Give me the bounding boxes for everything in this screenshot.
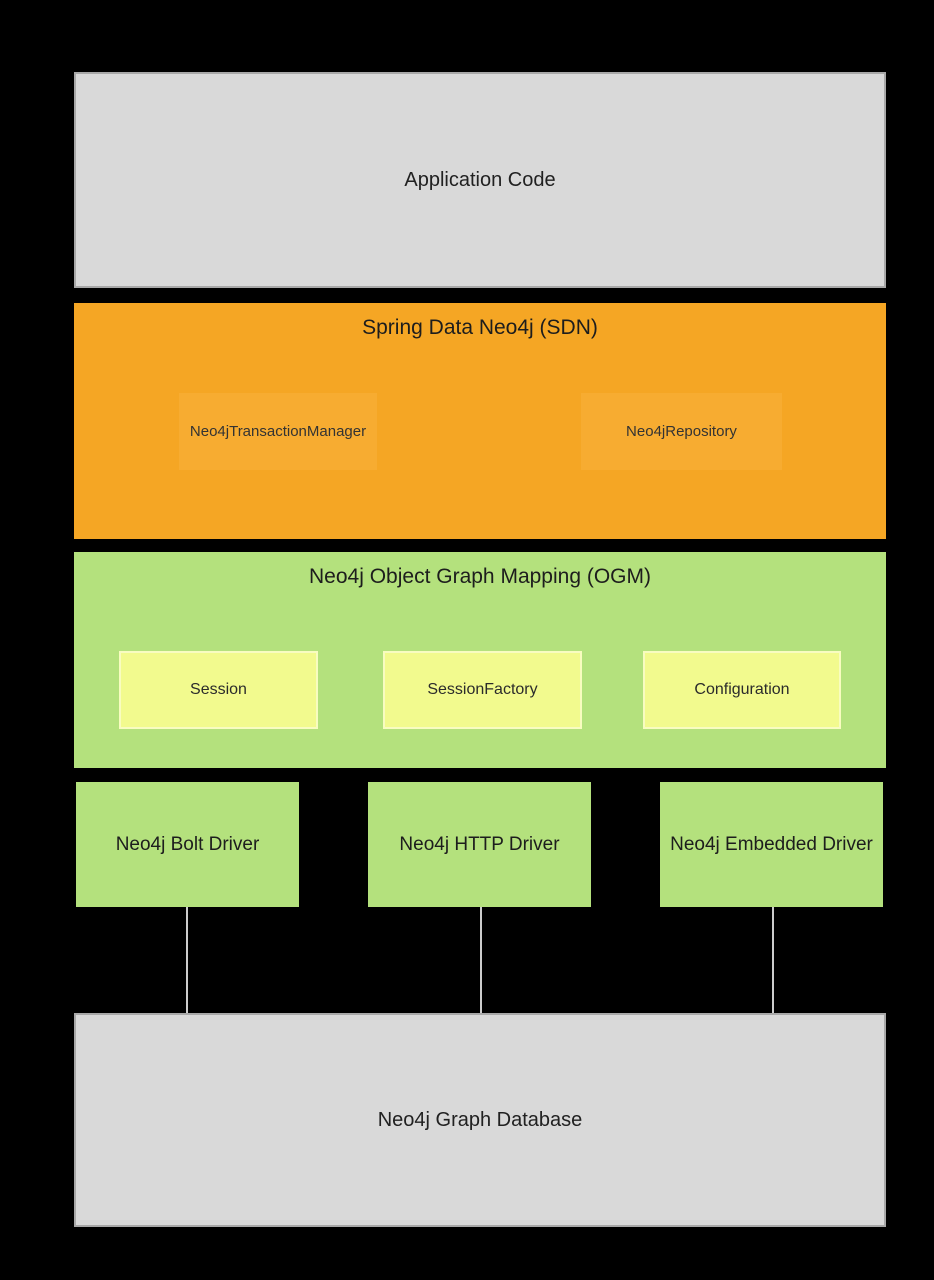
bolt-driver-label: Neo4j Bolt Driver [115,833,260,855]
http-driver-label: Neo4j HTTP Driver [399,833,560,855]
ogm-session-box: Session [119,651,318,729]
sdn-title: Spring Data Neo4j (SDN) [362,316,598,339]
ogm-session-label: Session [190,681,247,698]
sdn-transaction-manager-label: Neo4jTransactionManager [189,423,367,440]
ogm-title: Neo4j Object Graph Mapping (OGM) [309,565,651,588]
application-code-label: Application Code [404,168,556,191]
bolt-driver-connector-line [186,907,188,1013]
ogm-band: Neo4j Object Graph Mapping (OGM) Session… [74,552,886,768]
graph-database-box: Neo4j Graph Database [74,1013,886,1227]
application-code-box: Application Code [74,72,886,288]
ogm-configuration-box: Configuration [643,651,841,729]
ogm-session-factory-label: SessionFactory [427,681,538,698]
embedded-driver-label: Neo4j Embedded Driver [670,833,873,855]
ogm-session-factory-box: SessionFactory [383,651,582,729]
bolt-driver-box: Neo4j Bolt Driver [76,782,299,907]
sdn-transaction-manager-box: Neo4jTransactionManager [179,393,377,470]
ogm-configuration-label: Configuration [694,681,790,698]
sdn-repository-box: Neo4jRepository [581,393,782,470]
embedded-driver-connector-line [772,907,774,1013]
graph-database-label: Neo4j Graph Database [377,1108,583,1131]
sdn-repository-label: Neo4jRepository [626,423,737,440]
http-driver-box: Neo4j HTTP Driver [368,782,591,907]
embedded-driver-box: Neo4j Embedded Driver [660,782,883,907]
http-driver-connector-line [480,907,482,1013]
sdn-band: Spring Data Neo4j (SDN) Neo4jTransaction… [74,303,886,539]
